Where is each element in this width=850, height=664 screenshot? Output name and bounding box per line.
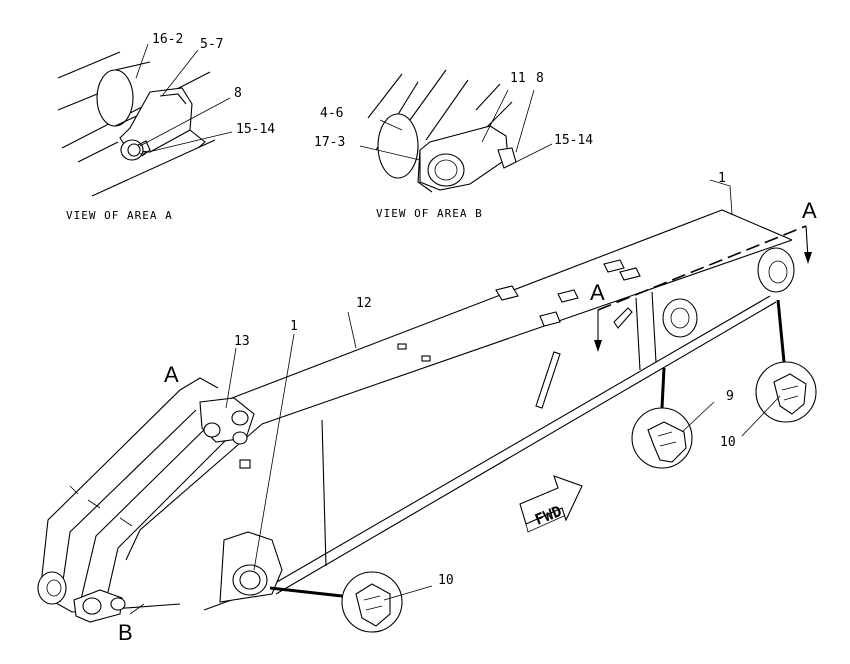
callout-10-right: 10 bbox=[720, 435, 736, 450]
callout-13: 13 bbox=[234, 334, 250, 349]
callout-16-2: 16-2 bbox=[152, 32, 183, 47]
callout-9: 9 bbox=[726, 389, 734, 404]
callout-11: 11 bbox=[510, 71, 526, 86]
callout-8-b: 8 bbox=[536, 71, 544, 86]
caption-view-area-b: VIEW OF AREA B bbox=[376, 207, 483, 220]
callout-5-7: 5-7 bbox=[200, 37, 223, 52]
marker-b-left: B bbox=[118, 620, 133, 645]
detail-circle-10-bottom bbox=[269, 571, 403, 633]
view-area-a-inset bbox=[57, 51, 216, 197]
caption-view-area-a: VIEW OF AREA A bbox=[66, 209, 173, 222]
section-line-a bbox=[594, 225, 812, 352]
callout-1-top: 1 bbox=[718, 171, 726, 186]
detail-circle-10-right bbox=[755, 299, 817, 423]
callout-1-left: 1 bbox=[290, 319, 298, 334]
callout-4-6: 4-6 bbox=[320, 106, 343, 121]
marker-a-top-right: A bbox=[802, 198, 817, 223]
marker-a-left: A bbox=[164, 362, 179, 387]
callout-15-14-b: 15-14 bbox=[554, 133, 593, 148]
callout-10-bottom: 10 bbox=[438, 573, 454, 588]
callout-17-3: 17-3 bbox=[314, 135, 345, 150]
callout-12: 12 bbox=[356, 296, 372, 311]
linkage-end bbox=[37, 377, 255, 623]
callout-8-a: 8 bbox=[234, 86, 242, 101]
detail-circle-9 bbox=[631, 367, 693, 469]
leader-lines bbox=[129, 43, 781, 615]
callout-15-14-a: 15-14 bbox=[236, 122, 275, 137]
view-area-b-inset bbox=[367, 69, 517, 193]
fwd-arrow-icon: FWD bbox=[519, 475, 583, 533]
marker-a-mid: A bbox=[590, 280, 605, 305]
stick-body bbox=[125, 209, 795, 611]
